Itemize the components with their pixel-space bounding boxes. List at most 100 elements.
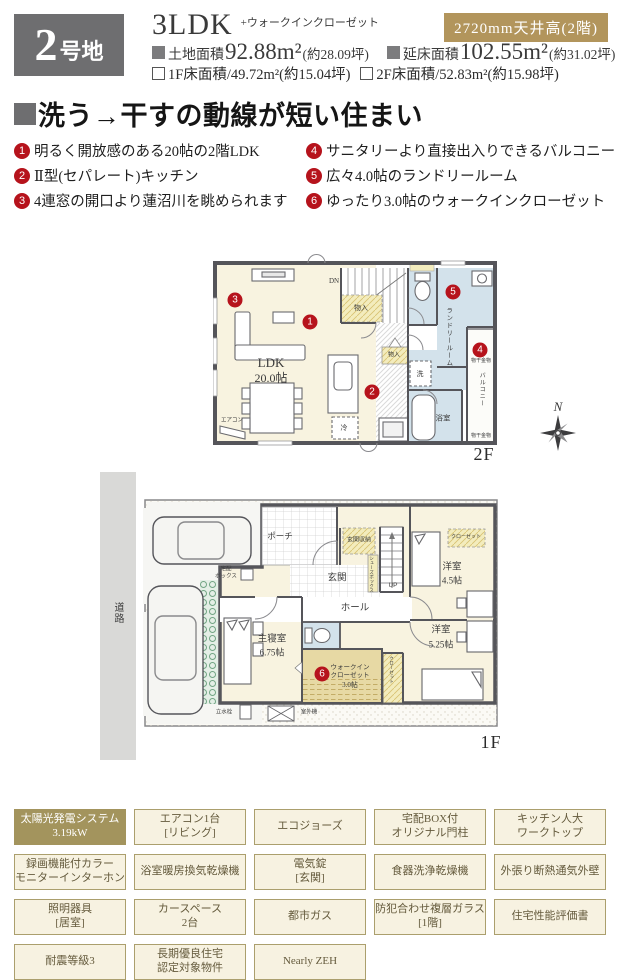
open-square-icon [152, 67, 165, 80]
bathroom-label: 浴室 [435, 413, 451, 423]
filled-square-icon [152, 45, 165, 59]
equipment-item: エアコン1台 [リビング] [134, 809, 246, 845]
land-area-label: 土地面積 [168, 48, 224, 63]
feature-number-badge: 3 [14, 192, 30, 209]
storage-label: 物入 [354, 303, 368, 312]
catch-headline: 洗う→干すの動線が短い住まい [14, 94, 423, 133]
plan-type: 3LDK [152, 8, 233, 41]
equipment-item: 住宅性能評価書 [494, 899, 606, 935]
plan-marker-4: 4 [472, 342, 488, 358]
equipment-item: 長期優良住宅 認定対象物件 [134, 944, 246, 980]
headline-text: 洗う→干すの動線が短い住まい [38, 101, 423, 131]
feature-item: 1 明るく開放感のある20帖の2階LDK [14, 138, 306, 163]
land-area-value: 92.88m² [225, 39, 302, 64]
floor1-area-value: 49.72m² [230, 67, 280, 83]
floor-plan-1f-drawing [100, 472, 498, 760]
feature-number-badge: 6 [306, 192, 322, 209]
area-line-1: 土地面積 92.88m² (約28.09坪) 延床面積 102.55m² (約3… [152, 39, 615, 65]
equipment-item: カースペース 2台 [134, 899, 246, 935]
shoes-box-label: シューズボックス [369, 556, 375, 593]
stairs-dn-label: DN [328, 276, 340, 285]
west-room1-size: 4.5帖 [441, 575, 463, 586]
furniture-1f [223, 531, 494, 701]
hanger-hardware-label: 物干金物 [471, 434, 492, 439]
floor1-area-note: (約15.04坪) [279, 67, 351, 83]
floor1-area-label: 1F床面積/ [168, 67, 231, 83]
feature-item: 2 Ⅱ型(セパレート)キッチン [14, 163, 306, 188]
feature-number-badge: 4 [306, 142, 322, 159]
plan-marker-3: 3 [227, 292, 243, 308]
compass-rose: N [536, 399, 580, 461]
plan-annex: +ウォークインクローゼット [240, 17, 379, 29]
wic-label-line2: クローゼット [330, 672, 370, 680]
compass-north-label: N [553, 399, 563, 414]
water-tap-label: 立水栓 [215, 709, 233, 716]
ldk-label: LDK [257, 355, 285, 371]
floor-plan-2f-drawing [213, 254, 497, 452]
plan-marker-1: 1 [302, 314, 318, 330]
total-floor-area-value: 102.55m² [459, 39, 548, 64]
feature-text: Ⅱ型(セパレート)キッチン [34, 169, 199, 185]
equipment-item: 食器洗浄乾燥機 [374, 854, 486, 890]
aircon-label: エアコン [220, 417, 244, 424]
west-room2-size: 5.25帖 [428, 639, 454, 650]
floor-label-1f: 1F [480, 732, 502, 753]
entrance-storage-label: 玄関収納 [346, 537, 372, 544]
feature-item: 5 広々4.0帖のランドリールーム [306, 163, 615, 188]
fridge-label: 冷 [340, 423, 348, 432]
interior-walls-1f [220, 505, 495, 703]
equipment-item: 防犯合わせ複層ガラス [1階] [374, 899, 486, 935]
closet-label: クローゼット [389, 656, 395, 684]
doors-2f [307, 254, 438, 452]
windows-2f [213, 260, 466, 446]
delivery-box-label: 宅配 ボックス [215, 566, 237, 579]
laundry-room-label: ランドリールーム [444, 307, 452, 367]
feature-number-badge: 1 [14, 142, 30, 159]
equipment-item: 耐震等級3 [14, 944, 126, 980]
lot-number: 2 [34, 19, 58, 70]
feature-text: 広々4.0帖のランドリールーム [326, 169, 518, 185]
plan-marker-2: 2 [364, 384, 380, 400]
total-floor-area-label: 延床面積 [402, 48, 459, 63]
balcony-label: バルコニー [478, 372, 485, 407]
compass-star-icon [540, 415, 576, 451]
feature-number-badge: 5 [306, 167, 322, 184]
hall-label: ホール [340, 603, 370, 614]
floor2-area-value: 52.83m² [439, 67, 488, 83]
cars [147, 516, 252, 715]
area-line-2: 1F床面積/ 49.72m² (約15.04坪) 2F床面積/ 52.83m² … [152, 63, 559, 84]
open-square-icon [360, 67, 374, 80]
closet-label: クローゼット [450, 535, 482, 540]
equipment-item: 照明器具 [居室] [14, 899, 126, 935]
feature-text: 4連窓の開口より蓮沼川を眺められます [34, 194, 288, 210]
equipment-item: 録画機能付カラー モニターインターホン [14, 854, 126, 890]
storage-label: 物入 [387, 352, 401, 359]
equipment-item: 浴室暖房換気乾燥機 [134, 854, 246, 890]
road-label: 道路 [112, 602, 123, 624]
plan-type-row: 3LDK +ウォークインクローゼット [152, 8, 379, 42]
interior-walls-2f [340, 268, 495, 443]
lot-suffix: 号地 [59, 39, 104, 64]
wic-size: 3.0帖 [342, 680, 358, 689]
land-area-note: (約28.09坪) [302, 47, 369, 62]
equipment-item: 都市ガス [254, 899, 366, 935]
feature-text: サニタリーより直接出入りできるバルコニー [326, 144, 616, 160]
outdoor-unit-label: 室外機 [300, 709, 318, 716]
feature-number-badge: 2 [14, 167, 30, 184]
floor2-area-label: 2F床面積/ [376, 67, 440, 83]
floor-plan-2f: DN 物入 物入 LDK 20.0帖 エアコン 冷 洗 浴室 ランドリールーム … [213, 250, 501, 465]
master-bedroom-size: 6.75帖 [259, 647, 285, 658]
west-room1-label: 洋室 [442, 562, 462, 573]
wic-label-line1: ウォークイン [330, 664, 370, 672]
equipment-item: Nearly ZEH [254, 944, 366, 980]
porch-label: ポーチ [267, 530, 293, 541]
master-bedroom-label: 主寝室 [257, 634, 287, 645]
plan-marker-6: 6 [314, 666, 330, 682]
equipment-item: エコジョーズ [254, 809, 366, 845]
stairs-up-label: UP [388, 582, 398, 590]
equipment-grid: 太陽光発電システム 3.19kW エアコン1台 [リビング] エコジョーズ 宅配… [14, 809, 606, 980]
west-room2-label: 洋室 [431, 625, 451, 636]
feature-item: 6 ゆったり3.0帖のウォークインクローゼット [306, 188, 615, 213]
equipment-item: 外張り断熱通気外壁 [494, 854, 606, 890]
floor2-area-note: (約15.98坪) [487, 67, 559, 83]
